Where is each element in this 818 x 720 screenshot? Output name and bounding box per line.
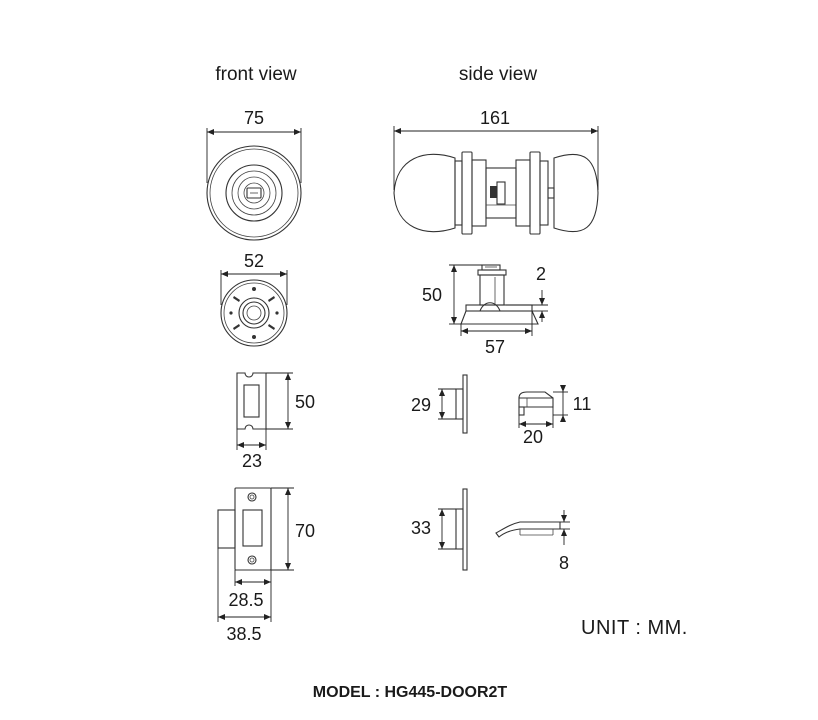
tongue-side-view [495,521,561,538]
strike-front-view [236,372,267,430]
dim-overall-length-label: 161 [480,108,510,128]
dimension-face-plate-thickness [560,510,570,545]
dim-face-plate-height-label: 70 [295,521,315,541]
dimension-bolt-height [553,385,568,422]
dim-bolt-height-label: 11 [573,394,592,414]
knob-front-view [206,145,302,241]
front-view-header: front view [215,64,297,85]
dimension-knob-width [206,128,302,183]
dimension-overall-length [393,126,599,190]
dimension-latch-height [449,264,482,325]
side-view-header: side view [459,64,537,85]
dimension-latch-offset [506,290,548,322]
face-plate-front-view [217,487,272,571]
bolt-side-view [518,391,554,416]
dim-face-plate-outer-label: 38.5 [226,624,261,644]
dim-bolt-length-label: 20 [523,427,543,447]
dimension-bolt-length [518,407,554,428]
dimension-rose-diameter [220,270,288,305]
dim-latch-length-label: 57 [485,337,505,357]
face-plate-side-view [455,488,468,571]
dimension-face-plate-side [438,508,456,550]
strike-plate-side-view [455,374,468,434]
rose-front-view [220,279,288,347]
dim-face-plate-thickness-label: 8 [559,553,569,573]
dim-knob-width-label: 75 [244,108,264,128]
dim-strike-width-label: 23 [242,451,262,471]
dimension-strike-width [236,429,267,450]
dim-latch-height-label: 50 [422,285,442,305]
latch-side-view [460,264,539,325]
dimension-plate-side-height [438,388,456,420]
dimension-face-plate-height [271,487,294,571]
dim-face-plate-inner-label: 28.5 [228,590,263,610]
lockset-side-view [393,151,599,235]
dim-face-plate-side-label: 33 [411,518,431,538]
dimension-face-plate-outer [217,548,272,622]
unit-note: UNIT : MM. [581,617,688,639]
dim-plate-side-height-label: 29 [411,395,431,415]
dimension-face-plate-inner [234,570,272,586]
dimension-latch-length [460,311,533,336]
model-label: MODEL : HG445-DOOR2T [313,684,508,701]
dim-strike-height-label: 50 [295,392,315,412]
dimension-strike-height [266,372,293,430]
dim-rose-diameter-label: 52 [244,251,264,271]
dim-latch-offset-label: 2 [536,264,546,284]
